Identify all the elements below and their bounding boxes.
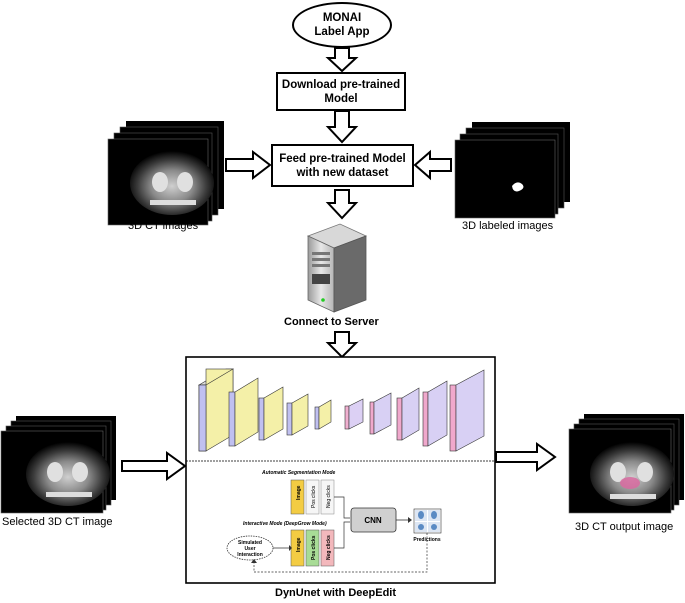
selected-ct-caption: Selected 3D CT image: [2, 516, 113, 528]
ct-images-caption: 3D CT images: [128, 220, 199, 232]
ct-images-stack: [107, 121, 224, 226]
server-caption: Connect to Server: [284, 316, 379, 328]
interactive-mode-label: Interactive Mode (DeepGrow Mode): [243, 521, 327, 527]
feed-model-node: Feed pre-trained Model with new dataset: [271, 144, 414, 187]
arrow-ct-to-feed: [225, 149, 272, 181]
download-model-text: Download pre-trained Model: [281, 78, 401, 105]
neg-clicks-tag-auto: Neg clicks: [326, 485, 332, 508]
arrow-app-to-download: [325, 47, 359, 73]
selected-ct-stack: [0, 416, 116, 514]
pos-clicks-tag-auto: Pos clicks: [311, 485, 317, 508]
arrow-network-to-output: [495, 442, 557, 472]
neg-clicks-tag-interactive: Neg clicks: [326, 535, 332, 560]
simulated-interaction-label: Simulated User Interaction: [237, 540, 263, 558]
monai-label-app-node: MONAI Label App: [292, 2, 392, 48]
auto-mode-label: Automatic Segmentation Mode: [261, 470, 336, 476]
cnn-label: CNN: [364, 516, 382, 525]
download-model-node: Download pre-trained Model: [276, 72, 406, 111]
server-icon: [306, 223, 368, 313]
deepedit-panel: [226, 479, 442, 573]
arrow-selected-to-network: [121, 451, 187, 481]
arrow-download-to-feed: [325, 110, 359, 144]
image-tag-interactive: Image: [296, 537, 302, 552]
network-caption: DynUnet with DeepEdit: [275, 587, 397, 599]
output-ct-stack: [568, 414, 684, 514]
pos-clicks-tag-interactive: Pos clicks: [311, 535, 317, 560]
predictions-label: Predictions: [413, 537, 440, 543]
feed-model-text: Feed pre-trained Model with new dataset: [279, 152, 406, 179]
image-tag-auto: Image: [296, 485, 302, 500]
arrow-labeled-to-feed: [413, 149, 452, 181]
labeled-images-stack: [454, 122, 570, 219]
unet-architecture: [197, 368, 485, 452]
monai-label-app-text: MONAI Label App: [314, 12, 370, 38]
labeled-images-caption: 3D labeled images: [462, 220, 554, 232]
arrow-feed-to-server: [325, 189, 359, 220]
arrow-server-to-network: [325, 331, 359, 359]
output-ct-caption: 3D CT output image: [575, 521, 674, 533]
